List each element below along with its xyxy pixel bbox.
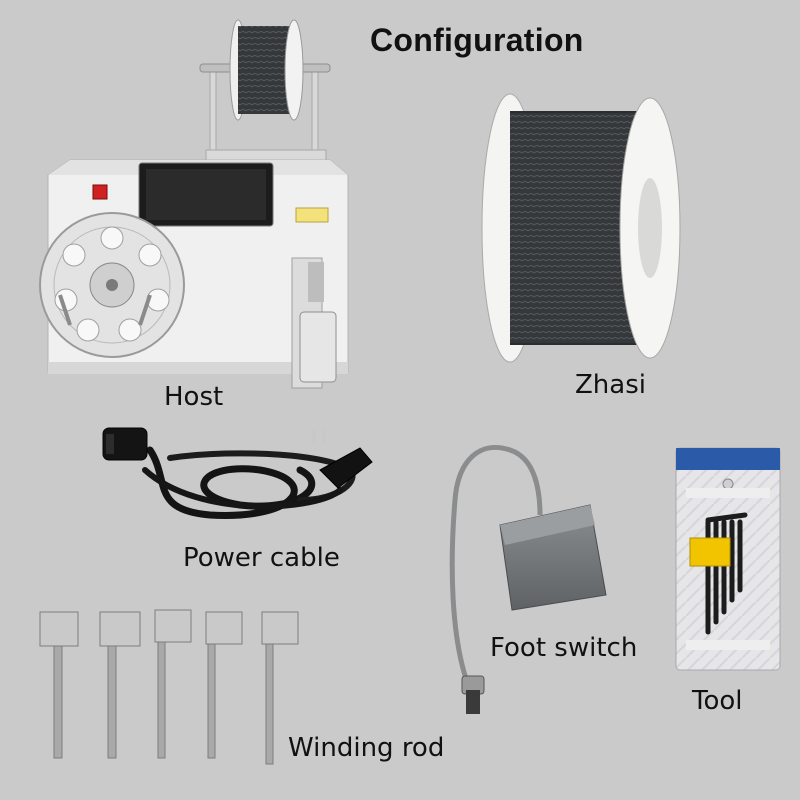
winding-rod-1 [39,611,79,759]
winding-rod-3 [154,609,192,759]
foot-switch-image [449,444,607,714]
winding-rod-5 [261,611,299,765]
zhasi-spool-image [481,93,681,363]
winding-rods-image [39,609,299,765]
caption-zhasi: Zhasi [575,370,646,400]
page-title: Configuration [370,22,584,58]
top-spool [229,19,304,121]
caption-power-cable: Power cable [183,543,340,573]
winding-wheel [39,212,185,358]
tool-image [675,447,781,671]
caption-foot-switch: Foot switch [490,633,638,663]
caption-host: Host [164,382,224,412]
caption-winding-rod: Winding rod [288,733,445,763]
power-cable-image [102,427,373,519]
winding-rod-2 [99,611,141,759]
winding-rod-4 [205,611,243,759]
host-machine-image [39,19,349,389]
caption-tool: Tool [692,686,743,716]
